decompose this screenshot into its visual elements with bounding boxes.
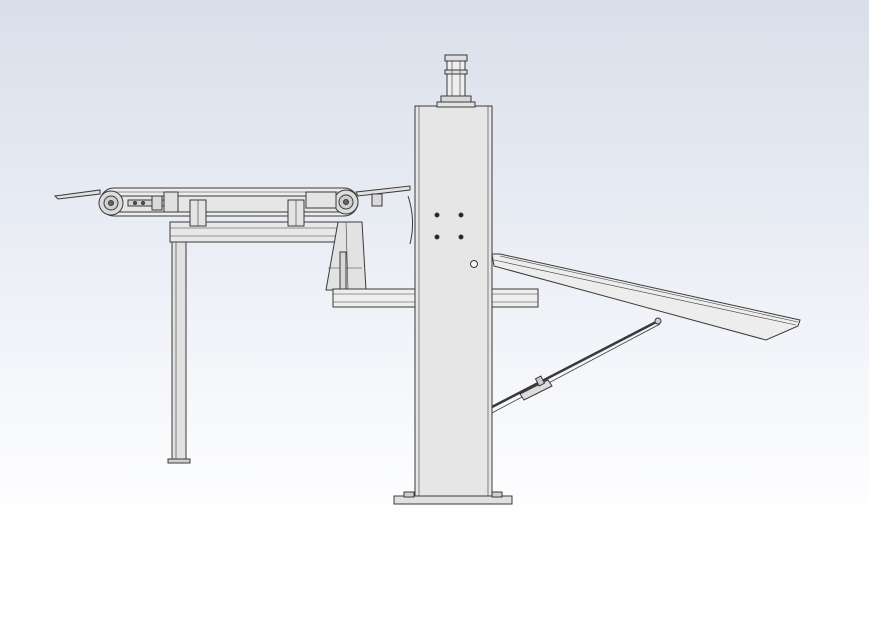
inclined-chute: [491, 253, 801, 341]
pneumatic-cylinder: [436, 54, 476, 108]
strut-rod: [489, 317, 662, 415]
conveyor-subframe: [169, 221, 367, 291]
belt-conveyor: [53, 185, 414, 245]
main-column: [414, 105, 493, 499]
conveyor-support-leg: [167, 239, 191, 464]
base-plate: [393, 491, 513, 505]
